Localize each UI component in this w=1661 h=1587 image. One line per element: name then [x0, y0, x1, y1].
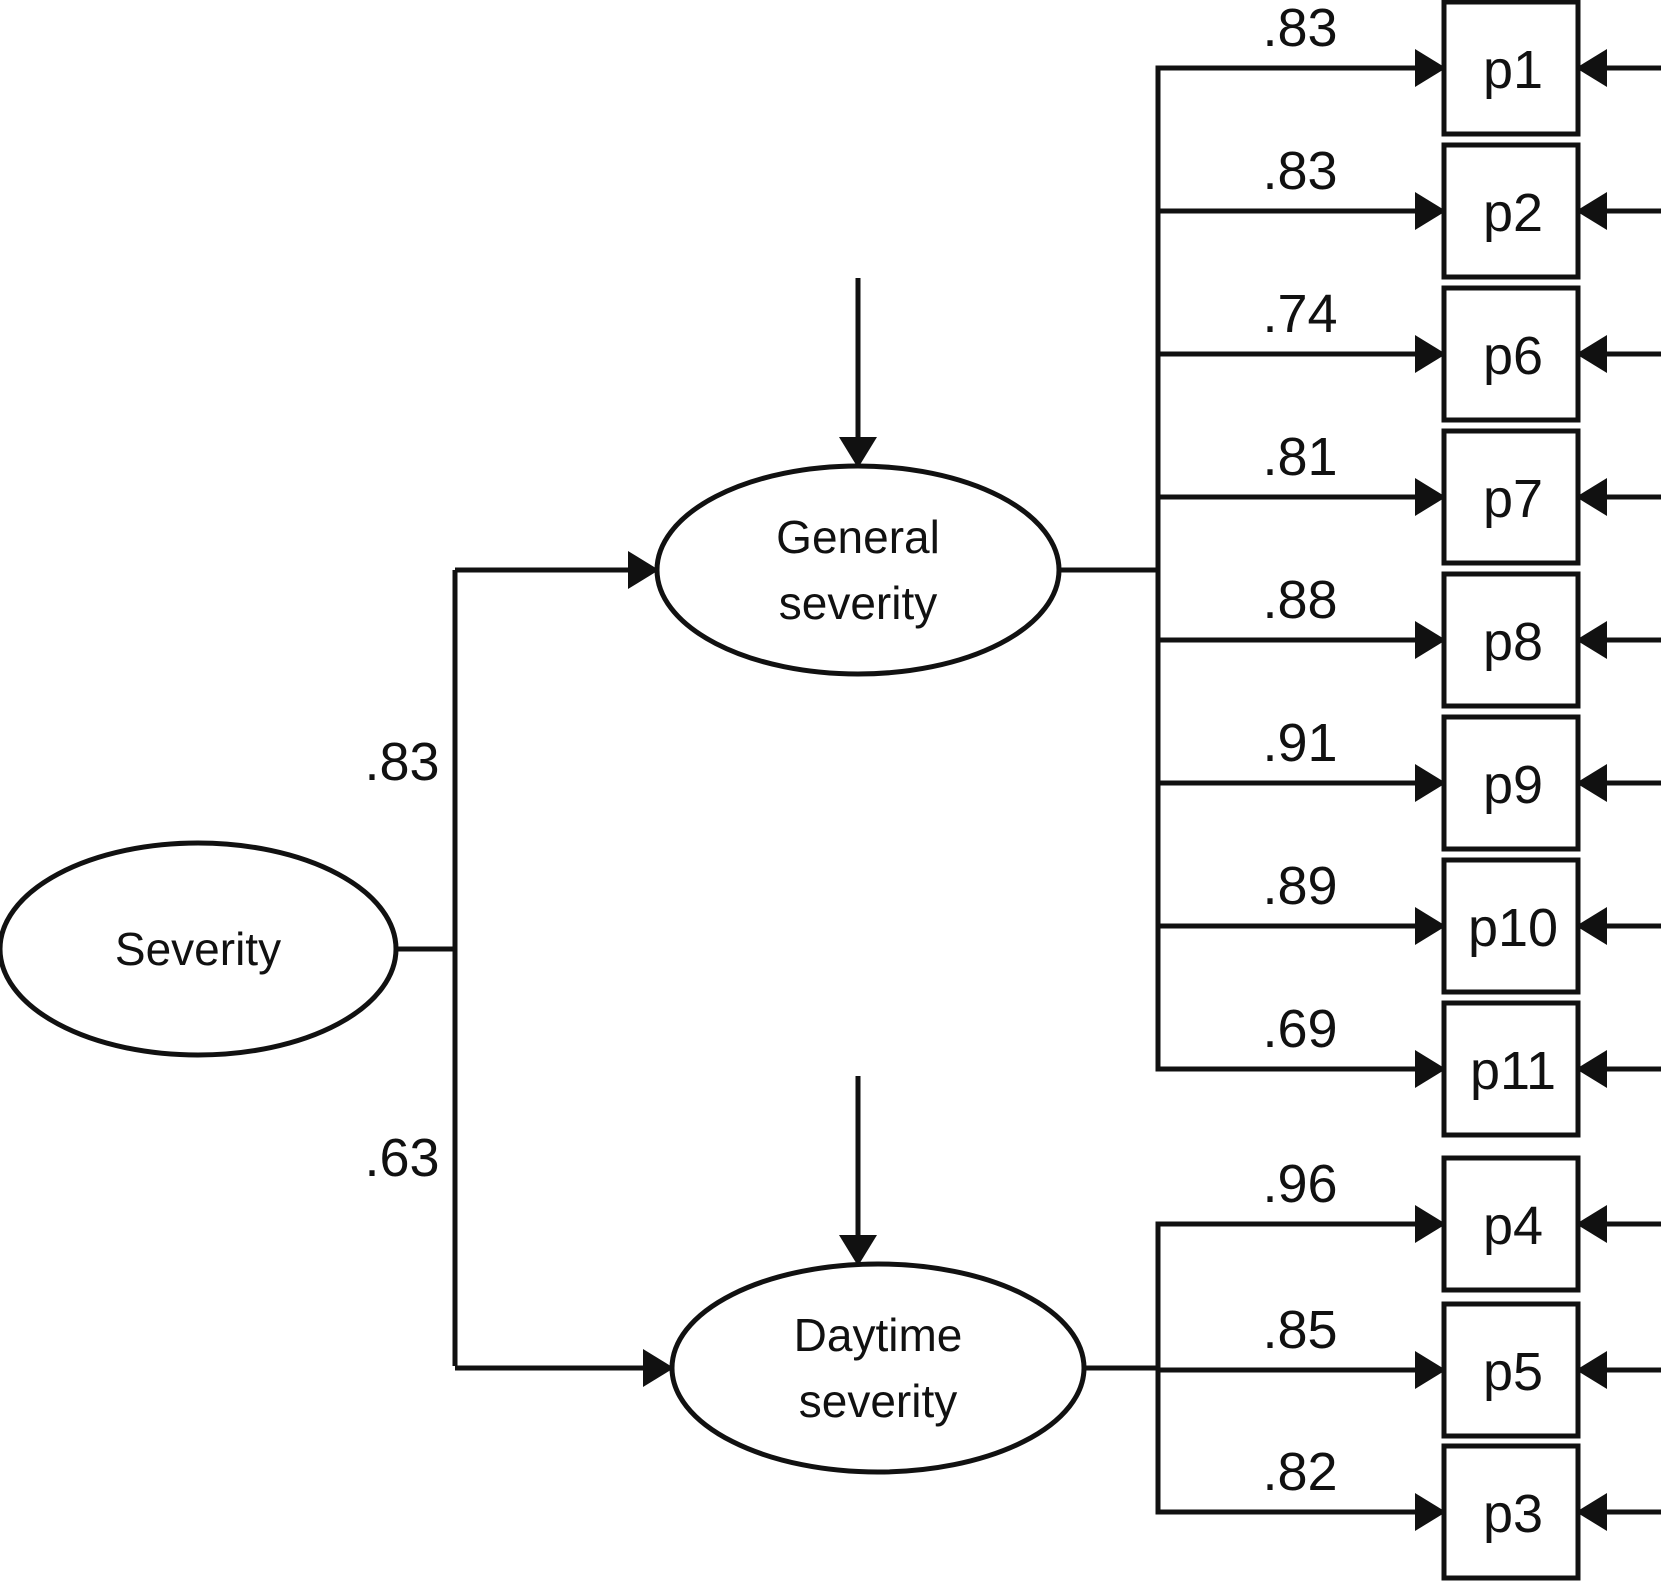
- indicator-label-p3: p3: [1483, 1484, 1543, 1544]
- error-arrowhead-p11: [1576, 1050, 1607, 1088]
- loading-arrowhead-p4: [1415, 1205, 1446, 1243]
- loading-arrowhead-p9: [1415, 764, 1446, 802]
- indicator-box-p9: [1441, 714, 1581, 852]
- error-arrowhead-p5: [1576, 1351, 1607, 1389]
- path-arrowhead-severity-daytime-severity: [643, 1349, 674, 1387]
- loading-label-p4: .96: [1262, 1154, 1337, 1214]
- indicator-label-p8: p8: [1483, 612, 1543, 672]
- loading-arrowhead-p11: [1415, 1050, 1446, 1088]
- indicator-label-p7: p7: [1483, 469, 1543, 529]
- disturbance-arrowhead-daytime-severity: [839, 1235, 877, 1266]
- indicator-box-p1: [1441, 0, 1581, 137]
- error-arrowhead-p10: [1576, 907, 1607, 945]
- latent-daytime-severity-label-line2: severity: [799, 1375, 957, 1427]
- loading-arrowhead-p6: [1415, 335, 1446, 373]
- indicator-label-p9: p9: [1483, 755, 1543, 815]
- latent-severity-label: Severity: [115, 923, 281, 975]
- indicator-label-p6: p6: [1483, 326, 1543, 386]
- loading-arrowhead-p3: [1415, 1493, 1446, 1531]
- loading-label-p2: .83: [1262, 141, 1337, 201]
- indicator-box-p8: [1441, 571, 1581, 709]
- path-loading-label-severity-general-severity: .83: [364, 732, 439, 792]
- latent-daytime-severity-ellipse: [669, 1261, 1087, 1475]
- path-arrowhead-severity-general-severity: [628, 551, 659, 589]
- loading-arrowhead-p2: [1415, 192, 1446, 230]
- loading-label-p3: .82: [1262, 1442, 1337, 1502]
- latent-general-severity-ellipse: [654, 463, 1062, 677]
- loading-label-p9: .91: [1262, 713, 1337, 773]
- latent-general-severity-label-line2: severity: [779, 577, 937, 629]
- loading-label-p6: .74: [1262, 284, 1337, 344]
- indicator-box-p5: [1441, 1301, 1581, 1439]
- indicator-label-p2: p2: [1483, 183, 1543, 243]
- latent-general-severity-label-line1: General: [776, 511, 940, 563]
- loading-arrowhead-p5: [1415, 1351, 1446, 1389]
- indicator-box-p10: [1441, 857, 1581, 995]
- error-arrowhead-p6: [1576, 335, 1607, 373]
- indicator-label-p1: p1: [1483, 40, 1543, 100]
- loading-label-p5: .85: [1262, 1300, 1337, 1360]
- loading-arrowhead-p8: [1415, 621, 1446, 659]
- error-arrowhead-p7: [1576, 478, 1607, 516]
- error-arrowhead-p8: [1576, 621, 1607, 659]
- indicator-label-p11: p11: [1470, 1041, 1556, 1101]
- indicator-label-p4: p4: [1483, 1196, 1543, 1256]
- indicator-box-p6: [1441, 285, 1581, 423]
- indicator-box-p7: [1441, 428, 1581, 566]
- latent-daytime-severity-label-line1: Daytime: [794, 1309, 963, 1361]
- loading-arrowhead-p10: [1415, 907, 1446, 945]
- indicator-box-p11: [1441, 1000, 1581, 1138]
- loading-label-p11: .69: [1262, 999, 1337, 1059]
- indicator-box-p2: [1441, 142, 1581, 280]
- loading-label-p8: .88: [1262, 570, 1337, 630]
- indicator-label-p5: p5: [1483, 1342, 1543, 1402]
- loading-label-p7: .81: [1262, 427, 1337, 487]
- path-loading-label-severity-daytime-severity: .63: [364, 1128, 439, 1188]
- error-arrowhead-p2: [1576, 192, 1607, 230]
- error-arrowhead-p9: [1576, 764, 1607, 802]
- loading-arrowhead-p1: [1415, 49, 1446, 87]
- loading-label-p1: .83: [1262, 0, 1337, 58]
- indicator-label-p10: p10: [1468, 898, 1558, 958]
- error-arrowhead-p1: [1576, 49, 1607, 87]
- error-arrowhead-p4: [1576, 1205, 1607, 1243]
- error-arrowhead-p3: [1576, 1493, 1607, 1531]
- loading-arrowhead-p7: [1415, 478, 1446, 516]
- loading-label-p10: .89: [1262, 856, 1337, 916]
- disturbance-arrowhead-general-severity: [839, 437, 877, 468]
